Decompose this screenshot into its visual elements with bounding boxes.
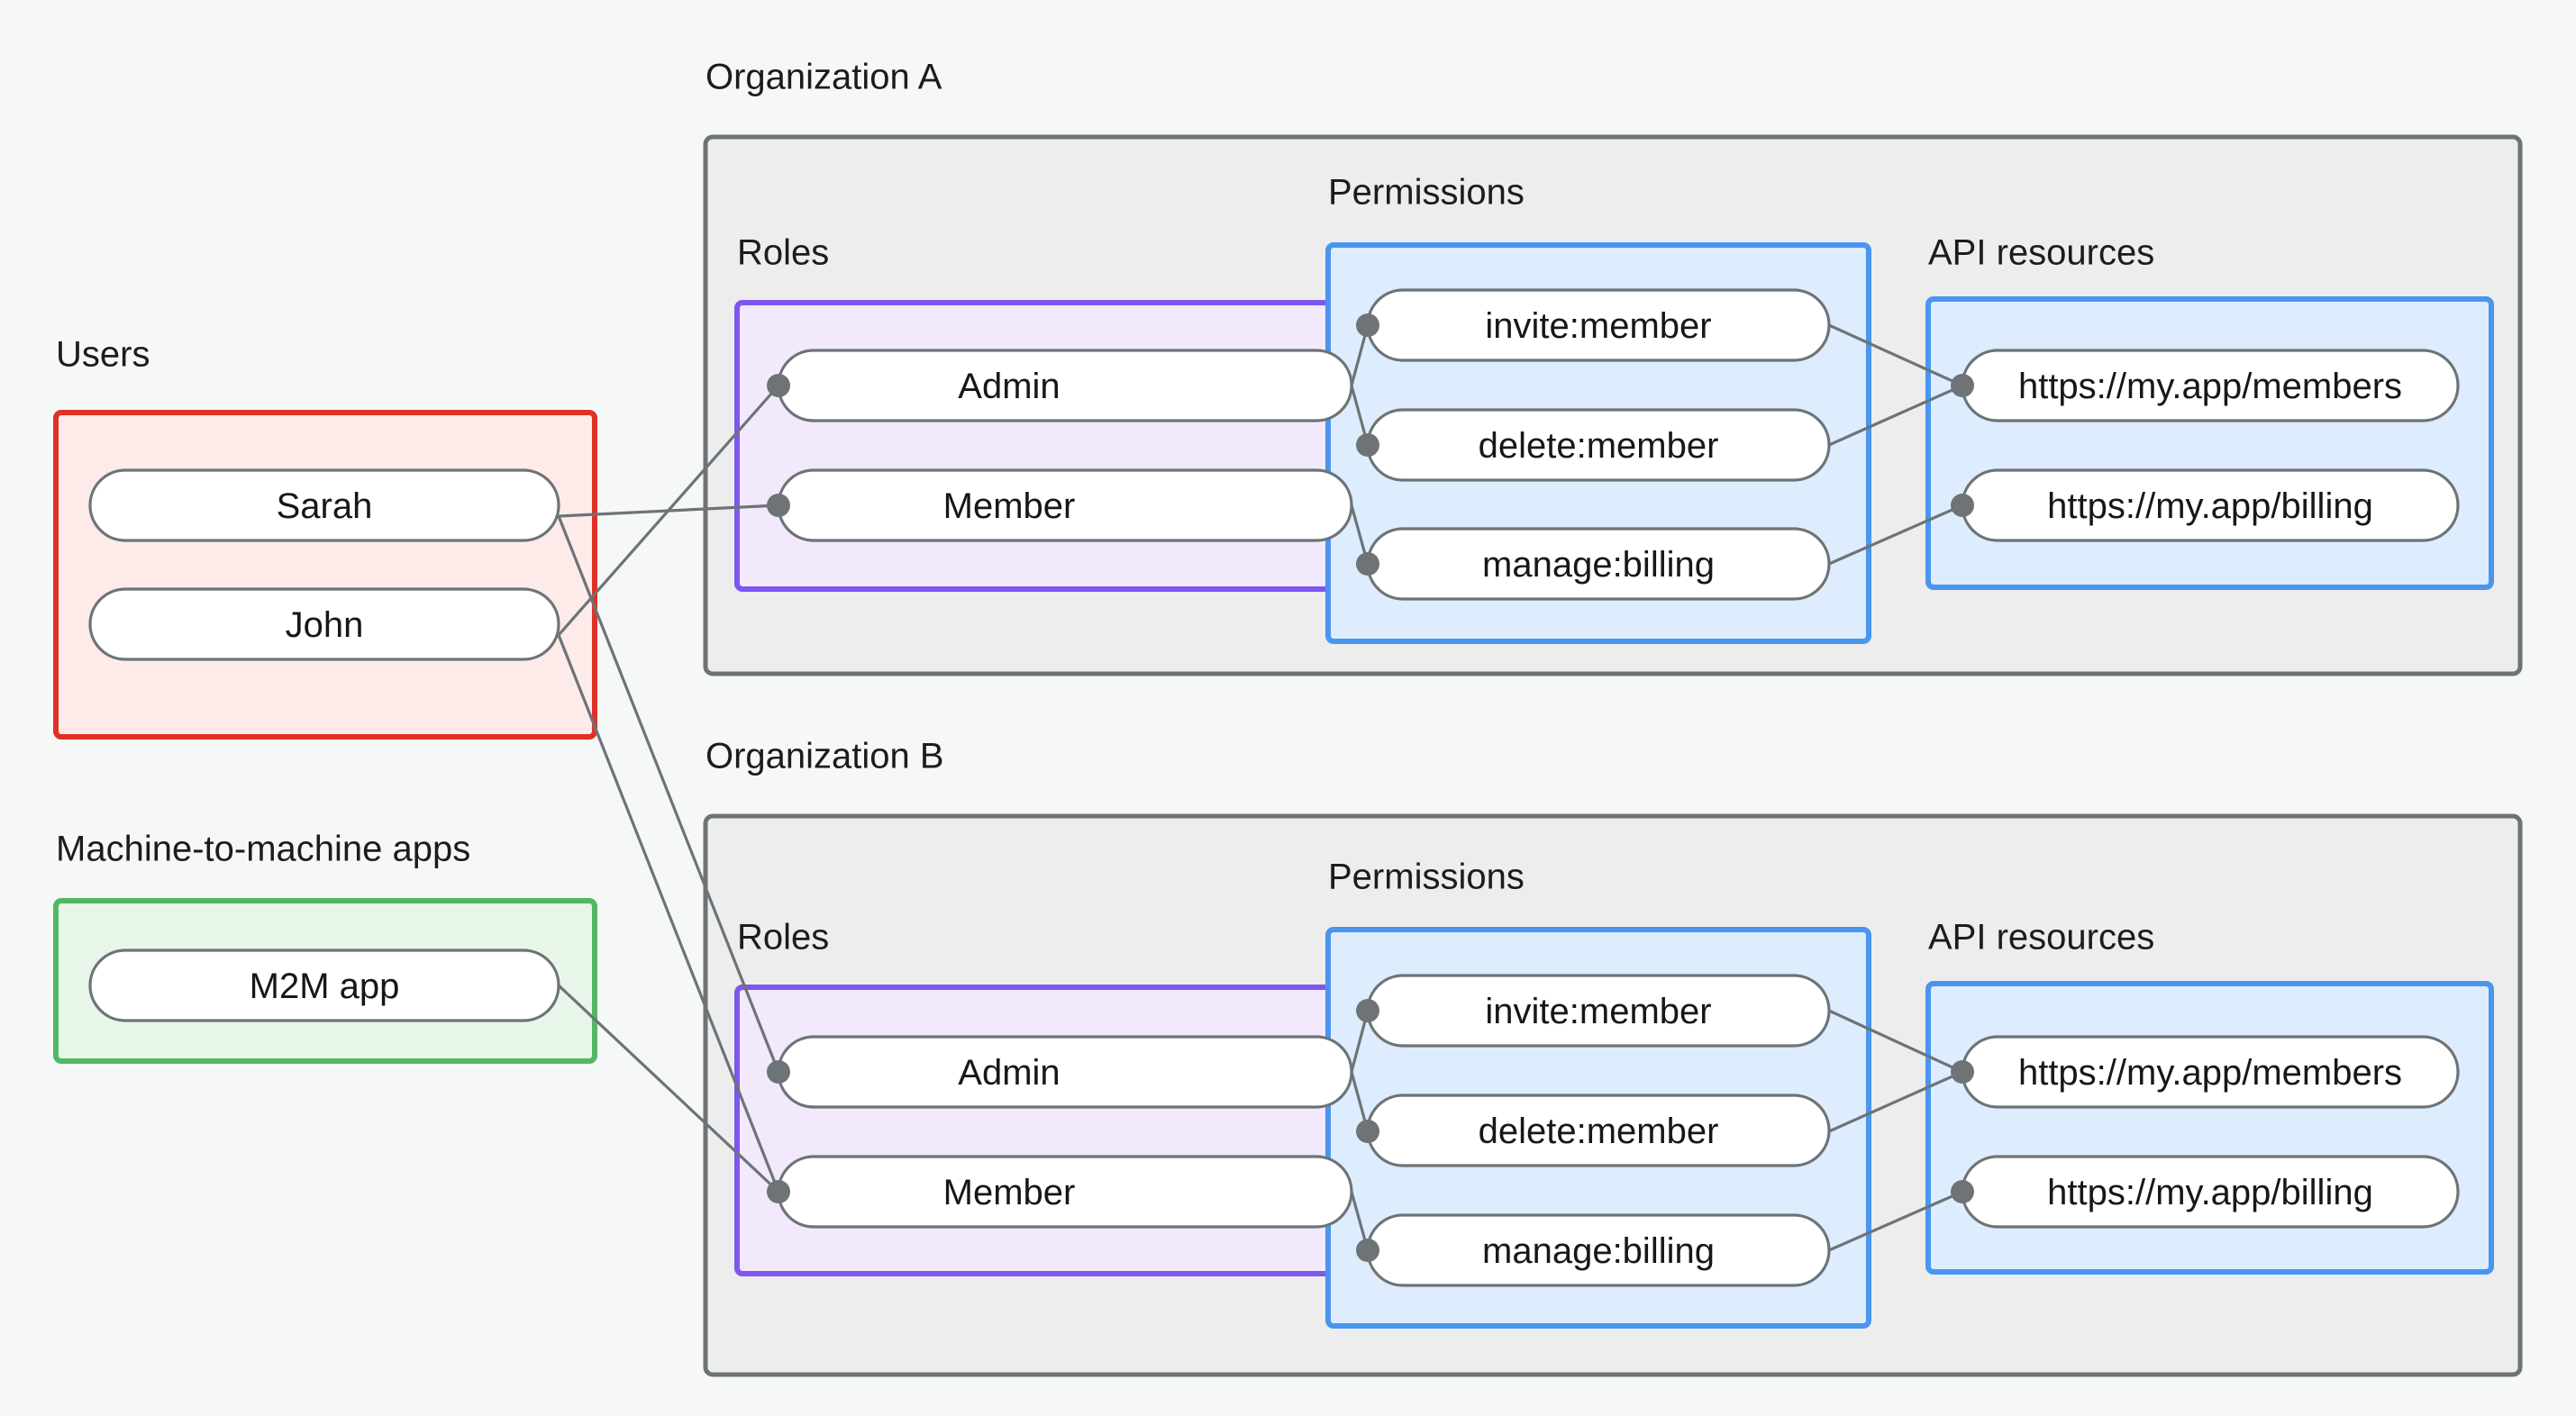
node-b-resource-members[interactable]: https://my.app/members: [1961, 1035, 2460, 1109]
users-group-label: Users: [56, 335, 150, 375]
endpoint-dot-b-res-members-left: [1951, 1060, 1974, 1084]
users-group-box: [53, 410, 597, 740]
node-m2m-app[interactable]: M2M app: [88, 949, 560, 1022]
svg-text:John: John: [286, 605, 364, 645]
node-a-delete-member[interactable]: delete:member: [1366, 408, 1831, 482]
svg-text:manage:billing: manage:billing: [1482, 545, 1715, 585]
edge-a-invite-to-res-members: [1828, 323, 1963, 387]
m2m-group-label: Machine-to-machine apps: [56, 830, 470, 869]
edge-a-delete-to-res-members: [1828, 384, 1963, 447]
svg-text:https://my.app/billing: https://my.app/billing: [2047, 486, 2373, 526]
node-a-invite-member[interactable]: invite:member: [1366, 288, 1831, 362]
edge-sarah-to-b-admin: [557, 515, 780, 1073]
endpoint-dot-b-admin-left: [767, 1060, 790, 1084]
svg-text:https://my.app/members: https://my.app/members: [2018, 367, 2402, 406]
svg-text:manage:billing: manage:billing: [1482, 1231, 1715, 1271]
edge-john-to-b-member: [557, 634, 780, 1193]
edge-b-delete-to-res-members: [1828, 1070, 1963, 1133]
org-b-permissions-label: Permissions: [1328, 858, 1525, 897]
endpoint-dot-a-delete-left: [1356, 433, 1379, 457]
org-b-api-resources-label: API resources: [1928, 918, 2154, 958]
svg-text:https://my.app/members: https://my.app/members: [2018, 1053, 2402, 1093]
edge-m2m-to-b-member: [557, 984, 780, 1194]
node-a-member[interactable]: Member: [777, 468, 1353, 542]
endpoint-dot-a-res-members-left: [1951, 374, 1974, 397]
svg-text:invite:member: invite:member: [1485, 306, 1711, 346]
edge-b-invite-to-res-members: [1828, 1009, 1963, 1074]
node-sarah[interactable]: Sarah: [88, 468, 560, 542]
svg-text:Admin: Admin: [958, 1053, 1060, 1093]
node-john[interactable]: John: [88, 587, 560, 661]
node-b-manage-billing[interactable]: manage:billing: [1366, 1213, 1831, 1287]
edge-endpoint-dots: [767, 313, 1974, 1262]
org-b-roles-label: Roles: [737, 918, 829, 958]
node-a-admin[interactable]: Admin: [777, 349, 1353, 422]
endpoint-dot-a-res-billing-left: [1951, 494, 1974, 517]
node-b-member[interactable]: Member: [777, 1155, 1353, 1229]
endpoint-dot-a-billing-left: [1356, 552, 1379, 576]
org-a-api-resources-box: [1925, 296, 2494, 590]
org-b-roles-box: [734, 985, 1395, 1276]
endpoint-dot-a-admin-left: [767, 374, 790, 397]
endpoint-dot-b-delete-left: [1356, 1120, 1379, 1143]
org-a-roles-box: [734, 300, 1395, 592]
endpoint-dot-b-invite-left: [1356, 999, 1379, 1022]
svg-text:delete:member: delete:member: [1479, 426, 1719, 466]
endpoint-dot-a-invite-left: [1356, 313, 1379, 337]
node-b-admin[interactable]: Admin: [777, 1035, 1353, 1109]
org-a-permissions-label: Permissions: [1328, 173, 1525, 213]
org-a-api-resources-label: API resources: [1928, 233, 2154, 273]
node-b-invite-member[interactable]: invite:member: [1366, 974, 1831, 1048]
svg-text:https://my.app/billing: https://my.app/billing: [2047, 1173, 2373, 1212]
endpoint-dot-b-billing-left: [1356, 1239, 1379, 1262]
svg-text:Member: Member: [943, 486, 1076, 526]
edge-john-to-a-admin: [557, 384, 780, 637]
org-b-api-resources-box: [1925, 981, 2494, 1275]
svg-text:Member: Member: [943, 1173, 1076, 1212]
svg-text:Sarah: Sarah: [277, 486, 373, 526]
endpoint-dot-b-res-billing-left: [1951, 1180, 1974, 1203]
node-b-delete-member[interactable]: delete:member: [1366, 1094, 1831, 1167]
org-a-title: Organization A: [705, 58, 942, 97]
edge-b-billing-to-res-billing: [1828, 1190, 1963, 1252]
node-b-resource-billing[interactable]: https://my.app/billing: [1961, 1155, 2460, 1229]
node-a-resource-members[interactable]: https://my.app/members: [1961, 349, 2460, 422]
org-b-title: Organization B: [705, 737, 944, 776]
svg-text:M2M app: M2M app: [250, 967, 400, 1006]
endpoint-dot-a-member-left: [767, 494, 790, 517]
endpoint-dot-b-member-left: [767, 1180, 790, 1203]
node-a-manage-billing[interactable]: manage:billing: [1366, 527, 1831, 601]
svg-text:Admin: Admin: [958, 367, 1060, 406]
svg-text:delete:member: delete:member: [1479, 1112, 1719, 1151]
edge-a-billing-to-res-billing: [1828, 504, 1963, 566]
org-a-roles-label: Roles: [737, 233, 829, 273]
node-a-resource-billing[interactable]: https://my.app/billing: [1961, 468, 2460, 542]
svg-text:invite:member: invite:member: [1485, 992, 1711, 1031]
